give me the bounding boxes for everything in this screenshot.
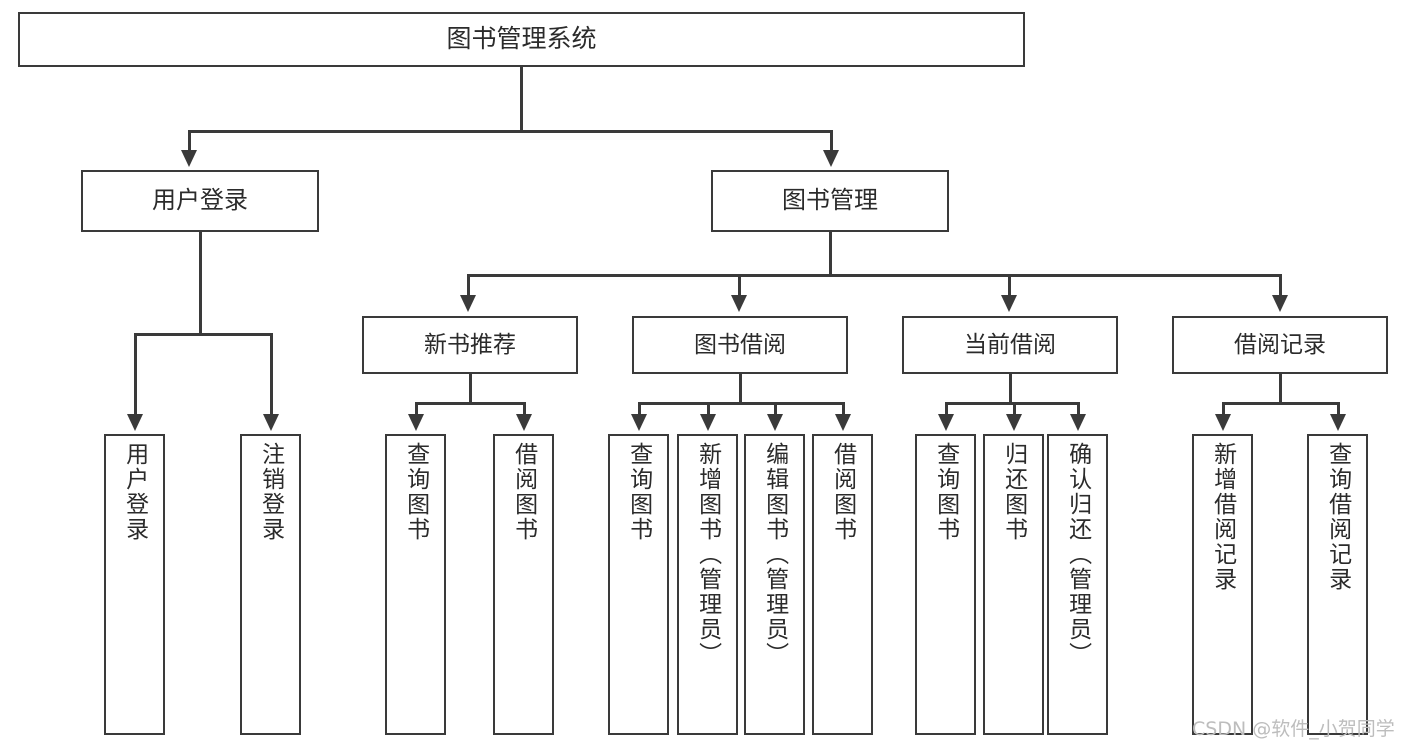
connector-user-login-drop-2 bbox=[270, 333, 273, 416]
arrowhead-leaf-return-book bbox=[1006, 414, 1022, 431]
node-label: 图书借阅 bbox=[694, 331, 786, 358]
leaf-query-book-new-recommend[interactable]: 查询图书 bbox=[385, 434, 446, 735]
connector-current-borrow-drop-2 bbox=[1013, 402, 1016, 416]
leaf-label: 注销登录 bbox=[257, 442, 284, 542]
arrowhead-leaf-edit-book-admin bbox=[767, 414, 783, 431]
arrowhead-leaf-query-borrow-record bbox=[1330, 414, 1346, 431]
node-current-borrow[interactable]: 当前借阅 bbox=[902, 316, 1118, 374]
arrowhead-leaf-query-book-1 bbox=[408, 414, 424, 431]
connector-user-login-stem bbox=[199, 232, 202, 335]
leaf-label: 用户登录 bbox=[121, 442, 148, 542]
connector-book-management-bus bbox=[467, 274, 1282, 277]
connector-new-book-stem bbox=[469, 374, 472, 404]
leaf-label: 查询借阅记录 bbox=[1324, 442, 1351, 592]
leaf-label: 查询图书 bbox=[932, 442, 959, 542]
arrowhead-leaf-add-book-admin bbox=[700, 414, 716, 431]
leaf-label: 确认归还（管理员） bbox=[1064, 442, 1091, 667]
leaf-label: 新增借阅记录 bbox=[1209, 442, 1236, 592]
leaf-borrow-book-new-recommend[interactable]: 借阅图书 bbox=[493, 434, 554, 735]
arrowhead-leaf-user-login bbox=[127, 414, 143, 431]
leaf-label: 查询图书 bbox=[625, 442, 652, 542]
connector-new-book-bus bbox=[415, 402, 525, 405]
arrowhead-new-book-recommend bbox=[460, 295, 476, 312]
arrowhead-leaf-borrow-book-2 bbox=[835, 414, 851, 431]
connector-current-borrow-bus bbox=[945, 402, 1078, 405]
leaf-query-borrow-record[interactable]: 查询借阅记录 bbox=[1307, 434, 1368, 735]
leaf-label: 归还图书 bbox=[1000, 442, 1027, 542]
leaf-label: 新增图书（管理员） bbox=[694, 442, 721, 667]
node-new-book-recommend[interactable]: 新书推荐 bbox=[362, 316, 578, 374]
connector-current-borrow-stem bbox=[1009, 374, 1012, 404]
node-label: 新书推荐 bbox=[424, 331, 516, 358]
leaf-label: 借阅图书 bbox=[510, 442, 537, 542]
connector-borrow-record-drop-2 bbox=[1337, 402, 1340, 416]
connector-root-to-user-login bbox=[188, 130, 191, 152]
connector-book-borrow-drop-3 bbox=[774, 402, 777, 416]
node-book-borrow[interactable]: 图书借阅 bbox=[632, 316, 848, 374]
connector-current-borrow-drop-1 bbox=[945, 402, 948, 416]
leaf-user-login[interactable]: 用户登录 bbox=[104, 434, 165, 735]
connector-book-management-stem bbox=[829, 232, 832, 276]
connector-new-book-drop-2 bbox=[523, 402, 526, 416]
csdn-watermark: CSDN @软件_小贺同学 bbox=[1192, 718, 1395, 740]
leaf-add-borrow-record[interactable]: 新增借阅记录 bbox=[1192, 434, 1253, 735]
connector-book-borrow-drop-1 bbox=[638, 402, 641, 416]
node-label: 图书管理系统 bbox=[446, 24, 597, 54]
node-user-login[interactable]: 用户登录 bbox=[81, 170, 319, 232]
leaf-return-book[interactable]: 归还图书 bbox=[983, 434, 1044, 735]
leaf-label: 查询图书 bbox=[402, 442, 429, 542]
connector-book-borrow-drop-4 bbox=[842, 402, 845, 416]
leaf-confirm-return-admin[interactable]: 确认归还（管理员） bbox=[1047, 434, 1108, 735]
leaf-edit-book-admin[interactable]: 编辑图书（管理员） bbox=[744, 434, 805, 735]
arrowhead-leaf-logout-login bbox=[263, 414, 279, 431]
connector-current-borrow-drop-3 bbox=[1077, 402, 1080, 416]
connector-bm-drop-current-borrow bbox=[1008, 274, 1011, 297]
arrowhead-borrow-record bbox=[1272, 295, 1288, 312]
leaf-query-book-borrow[interactable]: 查询图书 bbox=[608, 434, 669, 735]
arrowhead-book-management bbox=[823, 150, 839, 167]
arrowhead-leaf-add-borrow-record bbox=[1215, 414, 1231, 431]
node-label: 用户登录 bbox=[152, 186, 248, 215]
connector-user-login-bus bbox=[134, 333, 272, 336]
connector-borrow-record-drop-1 bbox=[1222, 402, 1225, 416]
arrowhead-user-login bbox=[181, 150, 197, 167]
connector-root-stem bbox=[520, 67, 523, 132]
node-book-management[interactable]: 图书管理 bbox=[711, 170, 949, 232]
leaf-label: 借阅图书 bbox=[829, 442, 856, 542]
arrowhead-leaf-confirm-return-admin bbox=[1070, 414, 1086, 431]
leaf-logout-login[interactable]: 注销登录 bbox=[240, 434, 301, 735]
arrowhead-leaf-query-book-3 bbox=[938, 414, 954, 431]
connector-user-login-drop-1 bbox=[134, 333, 137, 416]
leaf-borrow-book-borrow[interactable]: 借阅图书 bbox=[812, 434, 873, 735]
connector-book-borrow-bus bbox=[638, 402, 843, 405]
connector-borrow-record-bus bbox=[1222, 402, 1339, 405]
connector-root-to-book-management bbox=[830, 130, 833, 152]
connector-book-borrow-drop-2 bbox=[707, 402, 710, 416]
arrowhead-book-borrow bbox=[731, 295, 747, 312]
arrowhead-leaf-borrow-book-1 bbox=[516, 414, 532, 431]
connector-borrow-record-stem bbox=[1279, 374, 1282, 404]
connector-new-book-drop-1 bbox=[415, 402, 418, 416]
node-label: 借阅记录 bbox=[1234, 331, 1326, 358]
arrowhead-leaf-query-book-2 bbox=[631, 414, 647, 431]
connector-book-borrow-stem bbox=[739, 374, 742, 404]
connector-bm-drop-borrow-record bbox=[1279, 274, 1282, 297]
leaf-query-book-current[interactable]: 查询图书 bbox=[915, 434, 976, 735]
connector-bm-drop-book-borrow bbox=[738, 274, 741, 297]
node-label: 当前借阅 bbox=[964, 331, 1056, 358]
node-borrow-record[interactable]: 借阅记录 bbox=[1172, 316, 1388, 374]
leaf-label: 编辑图书（管理员） bbox=[761, 442, 788, 667]
node-root-book-management-system[interactable]: 图书管理系统 bbox=[18, 12, 1025, 67]
connector-root-bus bbox=[188, 130, 832, 133]
node-label: 图书管理 bbox=[782, 186, 878, 215]
arrowhead-current-borrow bbox=[1001, 295, 1017, 312]
connector-bm-drop-new-book bbox=[467, 274, 470, 297]
leaf-add-book-admin[interactable]: 新增图书（管理员） bbox=[677, 434, 738, 735]
